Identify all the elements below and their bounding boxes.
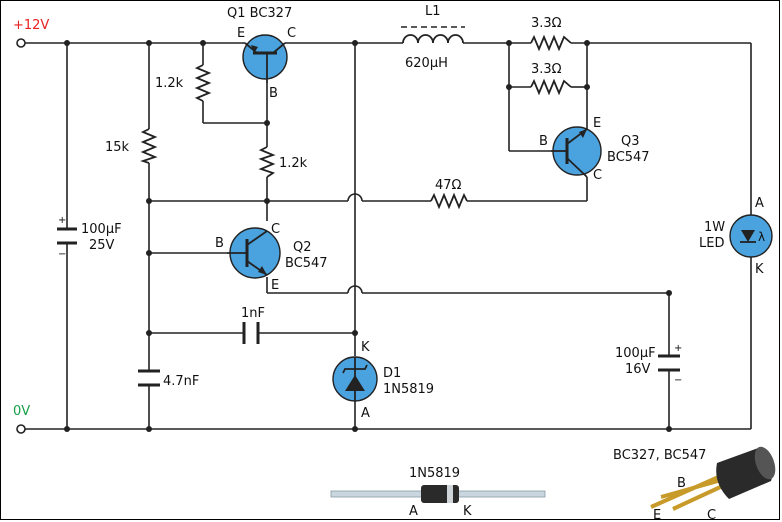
d1-k-pin: K xyxy=(361,340,370,355)
rail-terminals xyxy=(16,38,26,434)
resistors xyxy=(140,34,572,210)
transistor-package-drawing xyxy=(650,446,776,511)
positive-rail-label: +12V xyxy=(13,18,49,33)
l1-id-label: L1 xyxy=(425,4,441,19)
q1-label: Q1 BC327 xyxy=(227,6,292,21)
transistor-q3 xyxy=(551,126,602,178)
c1-value-label: 100µF xyxy=(81,222,122,237)
diode-package-a: A xyxy=(409,504,418,519)
c1-minus: − xyxy=(58,249,66,260)
d1-type-label: 1N5819 xyxy=(383,382,434,397)
c2-minus: − xyxy=(674,375,682,386)
led-power-label: 1W xyxy=(704,220,725,235)
c-47nf-label: 4.7nF xyxy=(163,374,199,389)
r-47-label: 47Ω xyxy=(435,178,462,193)
r-sense1-label: 3.3Ω xyxy=(531,16,562,31)
q3-type-label: BC547 xyxy=(607,150,650,165)
diode-package-k: K xyxy=(463,504,472,519)
q3-e-pin: E xyxy=(593,116,601,131)
transistor-package-title: BC327, BC547 xyxy=(613,448,706,463)
r-sense2-label: 3.3Ω xyxy=(531,62,562,77)
q3-id-label: Q3 xyxy=(621,134,640,149)
c-1nf-label: 1nF xyxy=(241,306,265,321)
led-a-pin: A xyxy=(755,196,764,211)
q2-b-pin: B xyxy=(215,236,224,251)
d1-a-pin: A xyxy=(361,406,370,421)
led-k-pin: K xyxy=(755,262,764,277)
c1-plus: + xyxy=(58,215,66,226)
led-lambda: λ xyxy=(758,230,765,244)
diode-package-drawing xyxy=(330,485,546,503)
r-q1-be-label: 1.2k xyxy=(155,76,184,91)
transistor-package-c: C xyxy=(707,508,716,521)
c2-value-label: 100µF xyxy=(615,346,656,361)
q1-c-pin: C xyxy=(287,26,296,41)
q1-b-pin: B xyxy=(269,86,278,101)
diode-d1 xyxy=(332,356,378,402)
transistor-package-b: B xyxy=(677,476,686,491)
junction-nodes xyxy=(64,40,672,432)
r-q1-base-label: 1.2k xyxy=(279,156,308,171)
led-1w xyxy=(729,214,773,258)
inductor-l1 xyxy=(401,26,465,44)
transistor-package-e: E xyxy=(653,508,661,521)
r-15k-label: 15k xyxy=(105,140,130,155)
c2-plus: + xyxy=(674,343,682,354)
q2-e-pin: E xyxy=(271,278,279,293)
c1-voltage-label: 25V xyxy=(89,238,115,253)
q2-id-label: Q2 xyxy=(293,240,312,255)
q3-b-pin: B xyxy=(539,134,548,149)
q2-c-pin: C xyxy=(271,222,280,237)
capacitors xyxy=(57,227,680,387)
q2-type-label: BC547 xyxy=(285,256,328,271)
transistor-q2 xyxy=(227,227,281,279)
transistor-q1 xyxy=(242,34,288,83)
wiring xyxy=(21,42,752,430)
d1-id-label: D1 xyxy=(383,366,401,381)
q1-e-pin: E xyxy=(237,26,245,41)
ground-rail-label: 0V xyxy=(13,404,30,419)
l1-value-label: 620µH xyxy=(405,56,448,71)
diode-package-title: 1N5819 xyxy=(409,466,460,481)
led-type-label: LED xyxy=(699,236,724,251)
c2-voltage-label: 16V xyxy=(625,362,651,377)
q3-c-pin: C xyxy=(593,168,602,183)
